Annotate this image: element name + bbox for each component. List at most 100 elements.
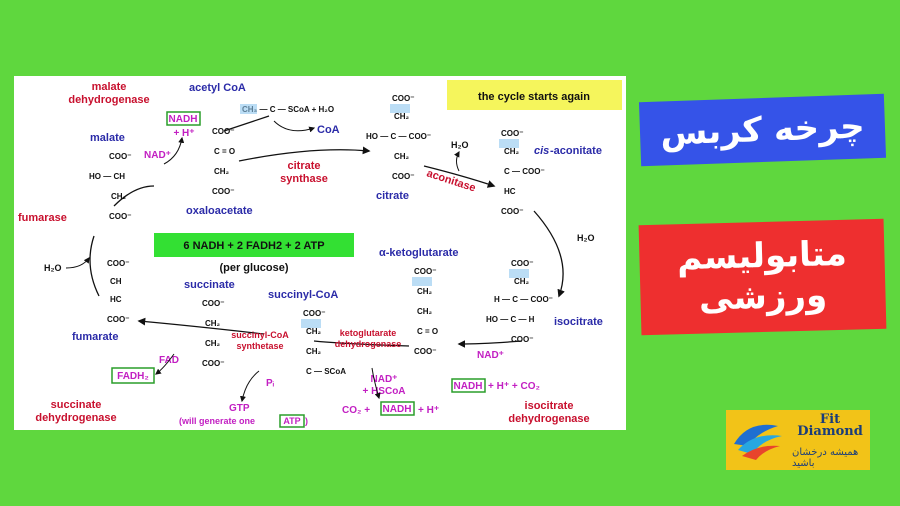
- enzyme-succinylcoa-synth-line2: synthetase: [236, 341, 283, 351]
- svg-text:COO⁻: COO⁻: [414, 267, 436, 276]
- oxaloacetate-structure: COO⁻ C = O CH₂ COO⁻: [212, 127, 235, 196]
- isocitrate-label: isocitrate: [554, 316, 603, 328]
- svg-text:CH₂: CH₂: [394, 112, 410, 121]
- atp-label: ATP: [283, 416, 300, 426]
- svg-text:COO⁻: COO⁻: [212, 127, 234, 136]
- enzyme-aconitase: aconitase: [425, 167, 477, 194]
- h2o-arrow-3: [65, 257, 90, 269]
- cycle-starts-label: the cycle starts again: [478, 91, 590, 103]
- summary-sub-label: (per glucose): [219, 262, 288, 274]
- fadh2-label: FADH₂: [117, 371, 149, 382]
- enzyme-fumarase: fumarase: [18, 212, 67, 224]
- nadh-label-3: NADH: [383, 404, 412, 415]
- subtitle-banner: متابولیسم ورزشی: [638, 218, 887, 336]
- nadh-box-3: [380, 401, 415, 416]
- coa-label: CoA: [317, 124, 340, 136]
- cycle-starts-box: [447, 80, 622, 110]
- ketoglut-arrow: [371, 367, 381, 400]
- alpha-ketoglutarate-structure: COO⁻ CH₂ CH₂ C = O COO⁻: [412, 267, 438, 356]
- nadh-box-1: [166, 111, 201, 126]
- coa-arrow: [273, 120, 316, 133]
- fumarate-label: fumarate: [72, 331, 118, 343]
- svg-text:C = O: C = O: [214, 147, 235, 156]
- close-paren: ): [305, 416, 308, 426]
- logo-text-fa: همیشه درخشان باشید: [792, 447, 859, 469]
- svg-text:CH₂: CH₂: [394, 152, 410, 161]
- h-plus-label-3: + H⁺: [418, 405, 439, 416]
- svg-text:COO⁻: COO⁻: [107, 259, 129, 268]
- succinate-structure: COO⁻ CH₂ CH₂ COO⁻: [202, 299, 224, 368]
- h2o-label-2: H₂O: [577, 233, 595, 243]
- svg-text:CH₂: CH₂: [214, 167, 230, 176]
- svg-text:COO⁻: COO⁻: [202, 359, 224, 368]
- svg-text:CH₂: CH₂: [205, 339, 221, 348]
- svg-text:CH₂: CH₂: [111, 192, 127, 201]
- svg-text:COO⁻: COO⁻: [511, 335, 533, 344]
- fit-diamond-logo: Fit Diamond همیشه درخشان باشید: [726, 410, 870, 470]
- svg-text:HO — C — H: HO — C — H: [486, 315, 535, 324]
- subtitle-banner-line2: ورزشی: [698, 275, 828, 319]
- fadh2-box: [111, 367, 155, 384]
- svg-text:HO — C — COO⁻: HO — C — COO⁻: [366, 132, 431, 141]
- summary-box: [154, 233, 354, 257]
- enzyme-citrate-synthase-line2: synthase: [280, 173, 328, 185]
- citrate-structure: COO⁻ CH₂ HO — C — COO⁻ CH₂ COO⁻: [366, 94, 431, 181]
- svg-text:COO⁻: COO⁻: [212, 187, 234, 196]
- acetyl-formula: CH₃ — C — SCoA + H₂O: [242, 105, 334, 114]
- fad-arrow: [155, 353, 175, 375]
- logo-text-en: Fit Diamond: [797, 412, 863, 439]
- alpha-ketoglutarate-label: α-ketoglutarate: [379, 247, 459, 259]
- nad-plus-label-2: NAD⁺: [477, 350, 504, 361]
- gtp-note: (will generate one: [179, 416, 255, 426]
- svg-text:COO⁻: COO⁻: [414, 347, 436, 356]
- h2o-label-3: H₂O: [44, 263, 62, 273]
- enzyme-isocitrate-dh-line1: isocitrate: [525, 400, 574, 412]
- enzyme-isocitrate-dh-line2: dehydrogenase: [508, 413, 589, 425]
- malate-structure: COO⁻ HO — CH CH₂ COO⁻: [89, 152, 131, 221]
- oxaloacetate-label: oxaloacetate: [186, 205, 253, 217]
- svg-text:C = O: C = O: [417, 327, 438, 336]
- succinyl-coa-structure: COO⁻ CH₂ CH₂ C — SCoA: [301, 309, 346, 376]
- title-banner-text: چرخه کربس: [659, 106, 866, 154]
- svg-text:COO⁻: COO⁻: [202, 299, 224, 308]
- svg-text:CH₂: CH₂: [205, 319, 221, 328]
- enzyme-citrate-synthase-line1: citrate: [287, 160, 320, 172]
- svg-text:CH: CH: [110, 277, 122, 286]
- summary-label: 6 NADH + 2 FADH2 + 2 ATP: [183, 240, 324, 252]
- nad-plus-label-1: NAD⁺: [144, 150, 171, 161]
- svg-text:CH₂: CH₂: [306, 347, 322, 356]
- cis-aconitate-structure: COO⁻ CH₂ C — COO⁻ HC COO⁻: [499, 129, 545, 216]
- fumarate-structure: COO⁻ CH HC COO⁻: [107, 259, 129, 324]
- svg-text:C — COO⁻: C — COO⁻: [504, 167, 545, 176]
- acetyl-coa-label: acetyl CoA: [189, 82, 246, 94]
- svg-text:HC: HC: [110, 295, 122, 304]
- nadh-box-2: [451, 378, 486, 393]
- svg-text:C — SCoA: C — SCoA: [306, 367, 346, 376]
- isocitrate-structure: COO⁻ CH₂ H — C — COO⁻ HO — C — H COO⁻: [486, 259, 553, 344]
- h-plus-label-1: + H⁺: [173, 128, 194, 139]
- svg-text:COO⁻: COO⁻: [501, 207, 523, 216]
- succinate-label: succinate: [184, 279, 235, 291]
- nadh-label-1: NADH: [169, 114, 198, 125]
- nadh-label-2: NADH: [454, 381, 483, 392]
- svg-text:COO⁻: COO⁻: [511, 259, 533, 268]
- svg-text:COO⁻: COO⁻: [392, 94, 414, 103]
- enzyme-ketoglutarate-dh-line1: ketoglutarate: [340, 328, 397, 338]
- krebs-cycle-diagram: the cycle starts again 6 NADH + 2 FADH2 …: [18, 80, 622, 428]
- cis-aconitate-label: -aconitate: [550, 145, 602, 157]
- gtp-label: GTP: [229, 403, 250, 414]
- citrate-label: citrate: [376, 190, 409, 202]
- h2o-label-1: H₂O: [451, 140, 469, 150]
- svg-text:CH₂: CH₂: [504, 147, 520, 156]
- enzyme-succinate-dh-line2: dehydrogenase: [35, 412, 116, 424]
- enzyme-malate-dh-line1: malate: [92, 81, 127, 93]
- atp-box: [279, 414, 305, 428]
- malate-label: malate: [90, 132, 125, 144]
- succinyl-coa-label: succinyl-CoA: [268, 289, 338, 301]
- nad-arrow-1: [163, 136, 185, 165]
- svg-text:COO⁻: COO⁻: [107, 315, 129, 324]
- svg-text:COO⁻: COO⁻: [501, 129, 523, 138]
- enzyme-succinate-dh-line1: succinate: [51, 399, 102, 411]
- svg-text:CH₂: CH₂: [417, 307, 433, 316]
- ketoglut-input-1: NAD⁺: [371, 374, 398, 385]
